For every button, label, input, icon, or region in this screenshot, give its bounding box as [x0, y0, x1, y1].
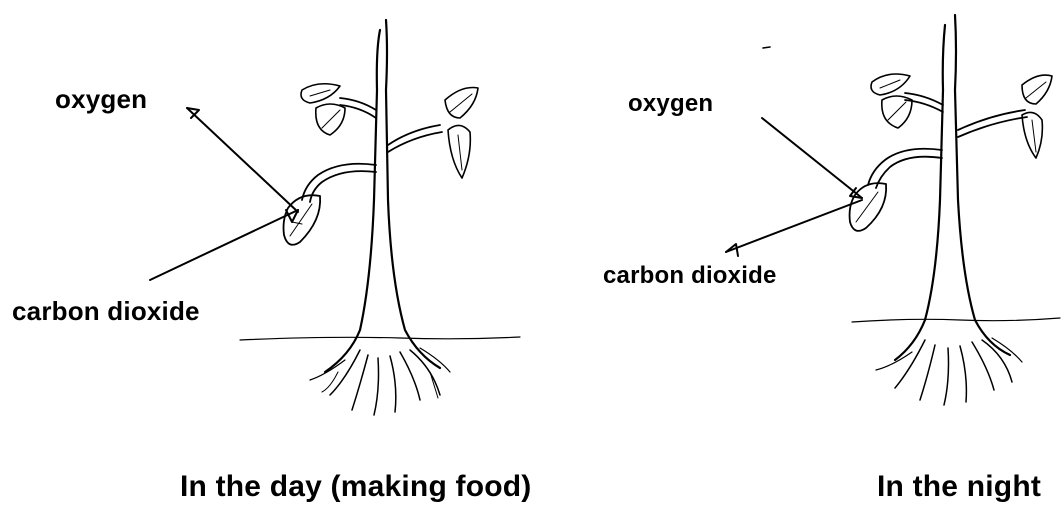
night-caption: In the night	[877, 470, 1041, 504]
night-ground-line	[852, 318, 1060, 322]
night-carbon-dioxide-label: carbon dioxide	[603, 262, 777, 290]
night-oxygen-arrow	[762, 118, 862, 198]
night-carbon-dioxide-arrow	[726, 200, 862, 256]
day-oxygen-label: oxygen	[55, 84, 147, 115]
night-plant-leaves	[850, 74, 1052, 231]
night-plant-roots	[876, 338, 1022, 405]
day-caption: In the day (making food)	[180, 470, 531, 504]
day-carbon-dioxide-label: carbon dioxide	[12, 296, 200, 327]
night-oxygen-label: oxygen	[628, 90, 713, 118]
night-plant-branches	[868, 93, 1027, 188]
